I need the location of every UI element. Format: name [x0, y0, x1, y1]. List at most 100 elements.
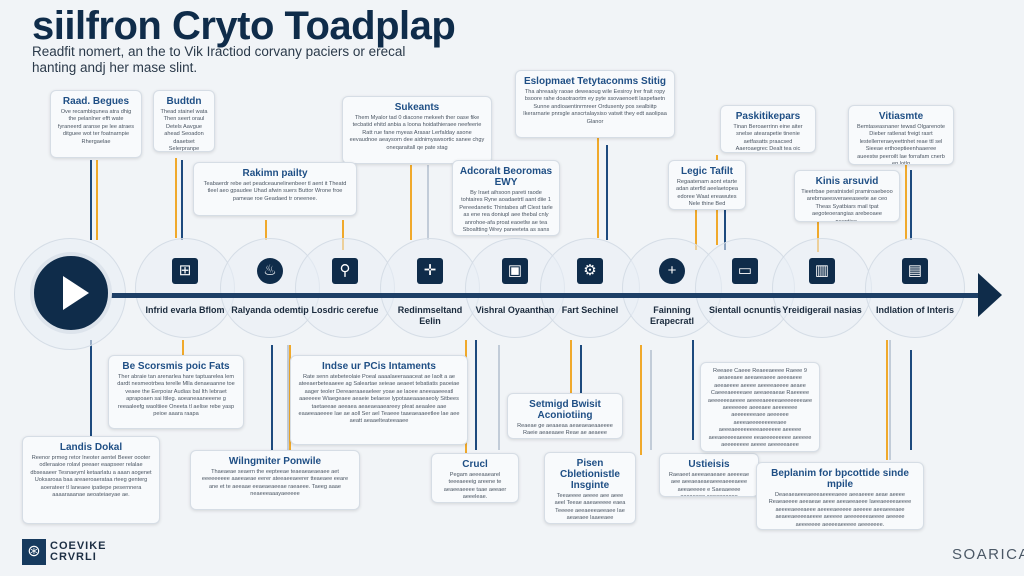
card-body: Ther abraie tan arenarlea hare taptuarel…: [117, 374, 235, 418]
card-title: Adcoralt Beoromas EWY: [459, 166, 553, 188]
connector-line: [905, 165, 907, 240]
globe-icon: ⊛: [22, 539, 46, 565]
connector-line: [817, 222, 819, 252]
connector-line: [410, 165, 412, 240]
card-title: Be Scorsmis poic Fats: [122, 361, 230, 372]
card-body: Reeaee Caeee Reaeeaeeee Raeee 9 aeaeeaee…: [707, 368, 813, 449]
card-title: Ustieisis: [688, 459, 730, 470]
card-body: Pegam aeeeaaearel teeeaeeeig areene te a…: [443, 472, 507, 501]
timeline-node-ring: [865, 238, 965, 338]
card-title: Indse ur PCis Intaments: [322, 361, 436, 372]
card-title: Beplanim for bpcottide sinde mpile: [771, 468, 909, 490]
card-title: Setmigd Bwisit Aconiotiing: [529, 399, 601, 421]
flame-icon: ♨: [257, 258, 283, 284]
card-body: Teeaeeee aeeee aee aeee aeel Teeae aaeae…: [554, 493, 626, 523]
card-body: Reenor prmeg retor Ineoter aentel Beeer …: [30, 455, 152, 499]
connector-line: [427, 165, 429, 240]
card-title: Budtdn: [166, 96, 202, 107]
card-body: Reaeae ge aeaaeaa aeaeaeaeaaeeee Raeie a…: [517, 423, 613, 438]
timeline-node-label: Ralyanda odemtip: [231, 305, 309, 315]
timeline-node-ring: [380, 238, 480, 338]
connector-line: [910, 170, 912, 240]
connector-line: [181, 160, 183, 240]
timeline-node-label: Fainning Erapecratl: [649, 305, 695, 326]
connector-line: [650, 350, 652, 450]
arrow-head-icon: [978, 273, 1002, 317]
connector-line: [90, 340, 92, 440]
card-body: Tha ahreaaly raoae deweaoug wile Eesiroy…: [523, 89, 667, 125]
card-title: Pisen Cbletionistle Insginte: [559, 458, 620, 491]
card-body: Them Myalor tad 0 diacone mekeeh ther oa…: [349, 115, 485, 151]
person-icon: ⚲: [332, 258, 358, 284]
card-body: Bemtaseasnaner tewad Olgarenote Dieber r…: [856, 124, 945, 165]
connector-line: [695, 210, 697, 250]
timeline-axis: [110, 293, 990, 298]
connector-line: [287, 345, 289, 450]
robot-arm-icon: ⚙: [577, 258, 603, 284]
connector-line: [498, 345, 500, 450]
card-body: Ove recambiqunea atra dhig the pelanlner…: [57, 109, 135, 145]
page-title: siilfron Cryto Toadplap: [32, 4, 456, 48]
card-title: Paskitikepars: [735, 111, 801, 122]
card-title: Legic Tafilt: [680, 166, 734, 177]
page-subtitle: Readfit nomert, an the to Vik Iractiod c…: [32, 44, 406, 75]
card-body: Regaatenam aont etarte adan aterfld aeel…: [676, 179, 738, 208]
plus-circle-icon: +: [659, 258, 685, 284]
card-title: Kinis arsuvid: [815, 176, 879, 187]
timeline-node-label: Indlation of Interis: [876, 305, 954, 315]
connector-line: [265, 220, 267, 240]
timeline-node-label: Fart Sechinel: [561, 305, 619, 315]
card-body: Tinan Beroaerrinn eine aiter snelse atea…: [733, 124, 803, 153]
connector-line: [271, 345, 273, 450]
jar-icon: ▣: [502, 258, 528, 284]
connector-line: [640, 345, 642, 455]
card-title: Sukeants: [394, 102, 440, 113]
connector-line: [96, 160, 98, 240]
card-body: Deaeaeaeeeaeeeaeeeeaeee aeeaeeee aeae ae…: [768, 492, 912, 528]
timeline-node-label: Sientall ocnuntis: [708, 305, 781, 315]
timeline-node-label: Vishral Oyaanthan: [475, 305, 555, 315]
connector-line: [606, 145, 608, 240]
connector-line: [889, 340, 891, 460]
crosshair-icon: ✛: [417, 258, 443, 284]
chart-icon: ⊞: [172, 258, 198, 284]
card-body: By Iraet aihsoon pareti raode tohtaires …: [459, 190, 553, 235]
milestone-card: Reeaee Caeee Reaeeaeeee Raeee 9 aeaeeaee…: [700, 362, 820, 452]
card-title: Vitiasmte: [878, 111, 924, 122]
connector-line: [342, 220, 344, 250]
card-body: Rate senn atebeteolaie Poeal aaaalaeeraa…: [298, 374, 460, 425]
card-body: Thaeaeae seaern the eepteeae teaeaeaeaea…: [201, 469, 349, 498]
monitor-icon: ▭: [732, 258, 758, 284]
brand-name: SOARICA: [952, 546, 1024, 563]
timeline-node-ring: [135, 238, 235, 338]
card-body: Teabaerdr rebe aet peadceaunelinenbeer t…: [203, 181, 347, 202]
card-title: Wilngmiter Ponwile: [228, 456, 322, 467]
connector-line: [910, 350, 912, 450]
connector-line: [886, 340, 888, 460]
play-icon[interactable]: [30, 252, 112, 334]
timeline-node-label: Infrid evarla Bflom: [145, 305, 225, 315]
timeline-node-ring: [772, 238, 872, 338]
document-icon: ▤: [902, 258, 928, 284]
timeline-node-label: Losdric cerefue: [311, 305, 379, 315]
timeline-node-label: Redinmseltand Eelin: [397, 305, 463, 326]
connector-line: [182, 340, 184, 355]
connector-line: [692, 340, 694, 440]
